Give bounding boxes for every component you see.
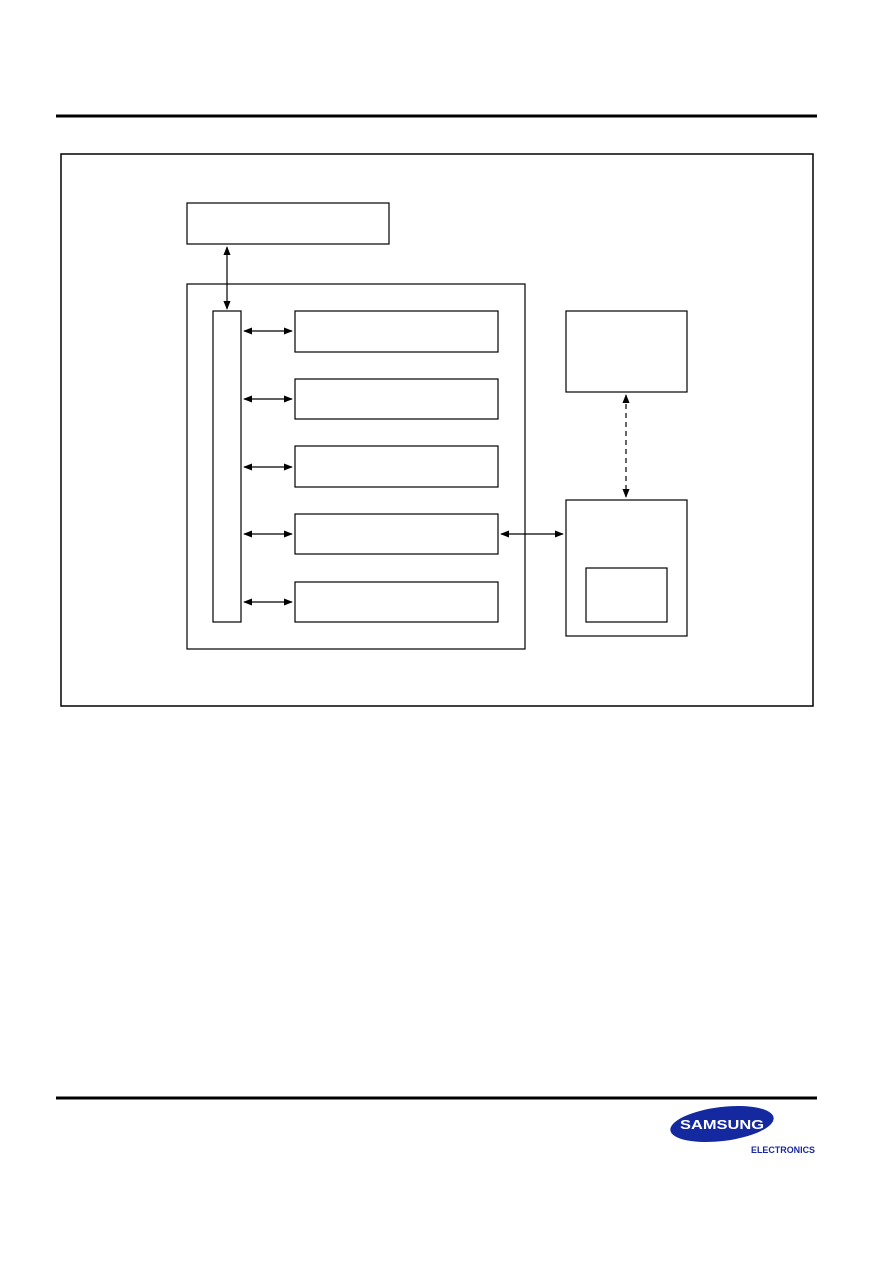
right-lower-inner-block (585, 567, 668, 623)
module-block-4 (294, 513, 499, 555)
module-block-3 (294, 445, 499, 488)
logo-wordmark: SAMSUNG (680, 1117, 764, 1132)
internal-bus-bar (212, 310, 242, 623)
module-block-5 (294, 581, 499, 623)
right-upper-block (565, 310, 688, 393)
main-container-block (186, 283, 526, 650)
module-block-2 (294, 378, 499, 420)
top-external-block (186, 202, 390, 245)
logo-subtext: ELECTRONICS (751, 1145, 815, 1155)
figure-frame (60, 153, 814, 707)
logo-ellipse (670, 1105, 774, 1143)
samsung-logo: SAMSUNG ELECTRONICS (670, 1105, 815, 1155)
module-block-1 (294, 310, 499, 353)
